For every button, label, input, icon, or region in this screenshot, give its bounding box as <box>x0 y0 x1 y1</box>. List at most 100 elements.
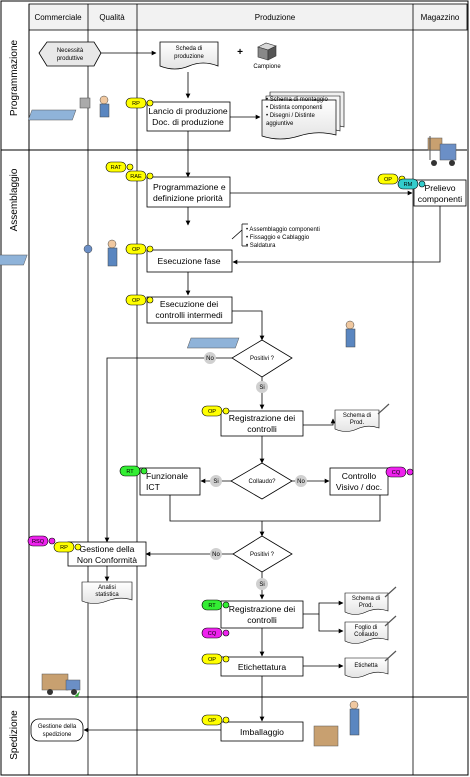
svg-text:Collaudo?: Collaudo? <box>248 479 276 485</box>
node-controllo-visivo: Controllo Visivo / doc. <box>329 467 389 496</box>
role-tag-cq1: CQ <box>385 466 414 478</box>
node-funzionale-ict: Funzionale ICT <box>139 467 201 496</box>
tag-dot-icon <box>222 407 230 415</box>
node-lancio-produzione: Lancio di produzione Doc. di produzione <box>146 101 231 132</box>
role-tag-op4: OP <box>201 653 230 665</box>
role-tag-rsq: RSQ <box>27 535 56 547</box>
role-tag-cq2: CQ <box>201 627 230 639</box>
node-registrazione-2: Registrazione dei controlli <box>220 600 304 629</box>
role-tag-op3: OP <box>201 405 230 417</box>
doc-schema-prod-2: Schema di Prod. <box>344 592 389 615</box>
tag-dot-icon <box>146 245 154 253</box>
lane-qualita: Qualità <box>99 13 125 22</box>
svg-text:Prod.: Prod. <box>350 420 365 426</box>
tag-dot-icon <box>146 99 154 107</box>
role-tag-rae: RAE <box>125 170 154 182</box>
decision-positivi-1: Positivi ? <box>231 339 293 378</box>
tag-dot-icon <box>406 468 414 476</box>
role-tag-label: RT <box>126 469 134 475</box>
tag-dot-icon <box>140 467 148 475</box>
role-tag-op1: OP <box>125 243 154 255</box>
row-assemblaggio: Assemblaggio <box>9 168 20 231</box>
label-si-2: Si <box>213 479 218 485</box>
node-necessita: Necessità produttive <box>38 41 102 67</box>
label-si-2-bubble <box>210 475 222 487</box>
tag-dot-icon <box>74 543 82 551</box>
svg-text:aggiuntive: aggiuntive <box>266 121 294 127</box>
node-esecuzione-fase: Esecuzione fase <box>146 249 233 273</box>
svg-text:Etichettatura: Etichettatura <box>238 662 286 672</box>
svg-text:controlli: controlli <box>247 424 277 434</box>
svg-text:definizione priorità: definizione priorità <box>153 193 223 203</box>
role-tag-op5: OP <box>201 714 230 726</box>
tag-dot-icon <box>146 172 154 180</box>
svg-text:Etichetta: Etichetta <box>354 663 378 669</box>
svg-text:componenti: componenti <box>418 194 463 204</box>
tag-dot-icon <box>222 629 230 637</box>
label-no-1: No <box>206 356 214 362</box>
svg-text:Non Conformità: Non Conformità <box>77 555 137 565</box>
label-no-1-bubble <box>204 352 216 364</box>
svg-text:Gestione della: Gestione della <box>80 544 135 554</box>
svg-text:spedizione: spedizione <box>43 732 72 738</box>
svg-text:Analisi: Analisi <box>98 585 116 591</box>
tag-dot-icon <box>222 716 230 724</box>
doc-fase-list: • Assemblaggio componenti • Fissaggio e … <box>241 223 320 249</box>
role-tag-label: RAT <box>111 165 122 171</box>
necessita-line1: Necessità <box>57 48 84 54</box>
forklift-icon <box>427 136 457 166</box>
role-tag-op2: OP <box>125 294 154 306</box>
lane-header-bar <box>28 3 468 31</box>
svg-text:Esecuzione fase: Esecuzione fase <box>157 256 220 266</box>
node-imballaggio: Imballaggio <box>220 721 304 742</box>
role-tag-label: RSQ <box>32 539 45 545</box>
necessita-line2: produttive <box>57 56 84 62</box>
pen-icon-4 <box>384 650 397 662</box>
pen-icon <box>377 403 390 415</box>
role-tag-rp: RP <box>125 97 154 109</box>
svg-text:Scheda di: Scheda di <box>176 46 203 52</box>
label-si-3: Si <box>259 582 264 588</box>
worker-station-icon <box>0 239 118 267</box>
svg-text:Positivi ?: Positivi ? <box>250 356 275 362</box>
packer-icon <box>313 700 360 747</box>
svg-text:Foglio di: Foglio di <box>355 625 378 631</box>
label-si-1-bubble <box>256 381 268 393</box>
row-spedizione: Spedizione <box>9 710 20 760</box>
tag-dot-icon <box>146 296 154 304</box>
truck-icon <box>41 673 81 697</box>
role-tag-label: OP <box>208 718 216 724</box>
plus-sign: + <box>237 47 243 58</box>
role-tag-rt2: RT <box>201 599 230 611</box>
svg-text:• Distinta componenti: • Distinta componenti <box>266 105 322 111</box>
label-no-2: No <box>297 479 305 485</box>
lane-magazzino: Magazzino <box>421 13 460 22</box>
tag-dot-icon <box>222 655 230 663</box>
role-tag-label: RAE <box>130 174 142 180</box>
svg-text:• Disegni / Distinte: • Disegni / Distinte <box>266 113 315 119</box>
svg-text:• Schema di montaggio: • Schema di montaggio <box>266 97 328 103</box>
role-tag-rm: RM <box>397 178 426 190</box>
role-tag-label: OP <box>384 177 392 183</box>
svg-text:• Fissaggio e Cablaggio: • Fissaggio e Cablaggio <box>246 235 310 241</box>
lane-produzione: Produzione <box>255 13 296 22</box>
svg-text:Esecuzione dei: Esecuzione dei <box>160 299 218 309</box>
label-no-3: No <box>212 552 220 558</box>
label-si-3-bubble <box>256 578 268 590</box>
role-tag-label: OP <box>208 657 216 663</box>
lane-commerciale: Commerciale <box>34 13 82 22</box>
svg-text:• Saldatura: • Saldatura <box>246 243 276 249</box>
node-controlli-intermedi: Esecuzione dei controlli intermedi <box>146 296 233 324</box>
role-tag-label: RP <box>132 101 140 107</box>
doc-schema-prod-1: Schema di Prod. <box>334 409 380 432</box>
row-programmazione: Programmazione <box>9 39 20 116</box>
node-gestione-spedizione: Gestione della spedizione <box>30 718 84 742</box>
pen-icon-3 <box>384 615 397 627</box>
doc-etichetta: Etichetta <box>344 657 389 678</box>
svg-text:Prelievo: Prelievo <box>424 183 455 193</box>
role-tag-label: RT <box>208 603 216 609</box>
role-tag-rp2: RP <box>53 541 82 553</box>
role-tag-label: CQ <box>208 631 217 637</box>
svg-text:Imballaggio: Imballaggio <box>240 727 284 737</box>
